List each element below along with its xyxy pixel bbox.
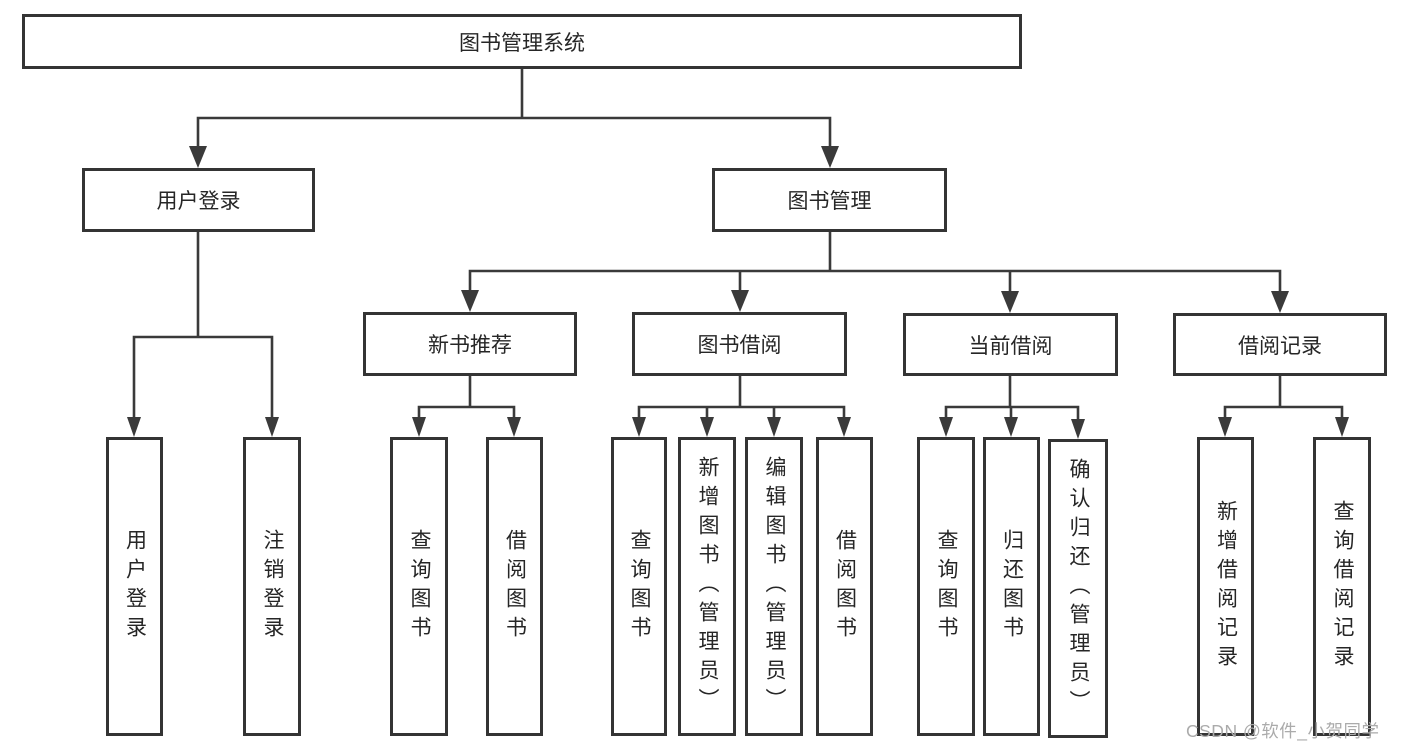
node-new-book-recommendation: 新书推荐 <box>363 312 577 376</box>
leaf-borrow-books-borrow: 借阅图书 <box>816 437 873 736</box>
node-user-login: 用户登录 <box>82 168 315 232</box>
connector-mgmt-to-level3 <box>468 230 1282 297</box>
node-book-management: 图书管理 <box>712 168 947 232</box>
leaf-query-books-newrec: 查询图书 <box>390 437 448 736</box>
arrowheads <box>127 146 1349 439</box>
leaf-confirm-return-admin: 确认归还（管理员） <box>1048 439 1108 738</box>
leaf-add-books-admin: 新增图书（管理员） <box>678 437 736 736</box>
leaf-return-books: 归还图书 <box>983 437 1040 736</box>
connector-newrec-to-leaves <box>417 374 516 423</box>
connector-records-to-leaves <box>1223 374 1344 423</box>
connector-login-to-leaves <box>132 230 274 423</box>
leaf-query-borrow-record: 查询借阅记录 <box>1313 437 1371 736</box>
node-borrowing-records: 借阅记录 <box>1173 313 1387 376</box>
leaf-logout: 注销登录 <box>243 437 301 736</box>
connector-borrow-to-leaves <box>637 374 846 423</box>
node-library-management-system: 图书管理系统 <box>22 14 1022 69</box>
leaf-query-books-borrow: 查询图书 <box>611 437 667 736</box>
connector-current-to-leaves <box>944 374 1080 425</box>
node-current-borrowing: 当前借阅 <box>903 313 1118 376</box>
connector-root-to-level2 <box>196 67 832 152</box>
leaf-query-books-current: 查询图书 <box>917 437 975 736</box>
leaf-user-login: 用户登录 <box>106 437 163 736</box>
leaf-borrow-books-newrec: 借阅图书 <box>486 437 543 736</box>
leaf-add-borrow-record: 新增借阅记录 <box>1197 437 1254 736</box>
leaf-edit-books-admin: 编辑图书（管理员） <box>745 437 803 736</box>
node-book-borrowing: 图书借阅 <box>632 312 847 376</box>
csdn-watermark: CSDN @软件_小贺同学 <box>1186 721 1380 741</box>
